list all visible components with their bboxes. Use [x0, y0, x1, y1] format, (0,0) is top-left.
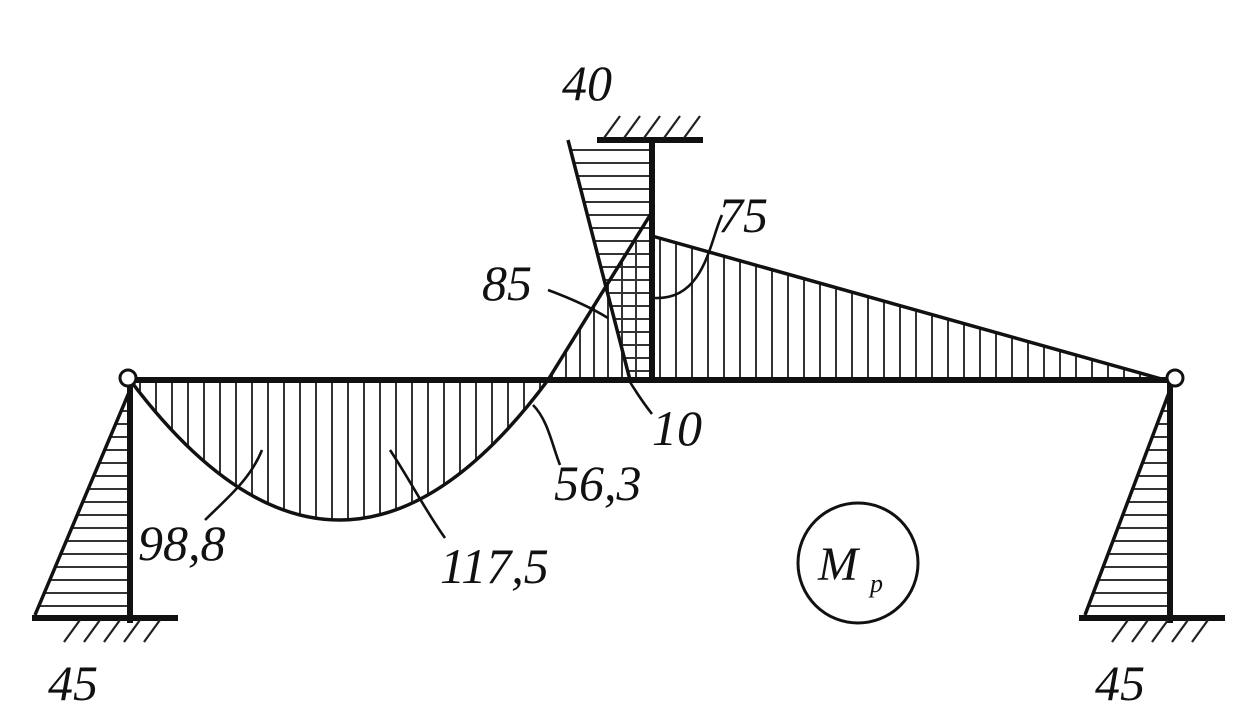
right-column-moment-outline [1083, 389, 1172, 616]
support-hatch-tick [623, 115, 641, 139]
leader-117-5 [388, 449, 447, 539]
support-hatch-tick [1111, 619, 1129, 643]
top-column-moment-outline [566, 139, 632, 381]
diagram-title-badge: M p [796, 501, 920, 625]
left-hinge [118, 368, 138, 388]
support-hatch-tick [63, 619, 81, 643]
label-joint-bottom: 10 [652, 400, 702, 456]
support-hatch-tick [1171, 619, 1189, 643]
support-hatch-tick [83, 619, 101, 643]
diagram-title-main: M [817, 538, 861, 591]
support-hatch-tick [123, 619, 141, 643]
leader-56-3 [532, 404, 562, 466]
left-fixed-support [32, 615, 178, 643]
label-column-joint-left: 85 [482, 255, 532, 311]
label-left-base-moment: 45 [48, 655, 98, 711]
label-top-column-moment: 40 [562, 55, 612, 111]
label-span-zero-crossing: 56,3 [554, 455, 642, 511]
support-hatch-tick [603, 115, 621, 139]
support-hatch-tick [143, 619, 161, 643]
label-span-max: 117,5 [440, 538, 549, 594]
support-hatch-tick [1191, 619, 1209, 643]
support-hatch-tick [643, 115, 661, 139]
label-column-joint-right: 75 [718, 187, 768, 243]
leader-10 [628, 381, 654, 415]
support-hatch-tick [663, 115, 681, 139]
right-fixed-support [1079, 615, 1225, 643]
support-hatch-tick [683, 115, 701, 139]
joint-positive-moment-outline [546, 211, 654, 381]
label-span-quarter: 98,8 [138, 515, 226, 571]
support-hatch-tick [1151, 619, 1169, 643]
span-moment-parabola [128, 378, 550, 522]
right-hinge [1165, 368, 1185, 388]
leader-75 [654, 214, 724, 300]
leader-85 [547, 288, 609, 320]
diagram-title-subscript: p [868, 569, 883, 598]
right-span-moment-outline [651, 234, 1166, 382]
left-column-moment-outline [33, 389, 132, 616]
leader-98-8 [204, 449, 264, 521]
label-right-base-moment: 45 [1095, 655, 1145, 711]
top-fixed-support [597, 115, 703, 143]
support-hatch-tick [103, 619, 121, 643]
support-hatch-tick [1131, 619, 1149, 643]
